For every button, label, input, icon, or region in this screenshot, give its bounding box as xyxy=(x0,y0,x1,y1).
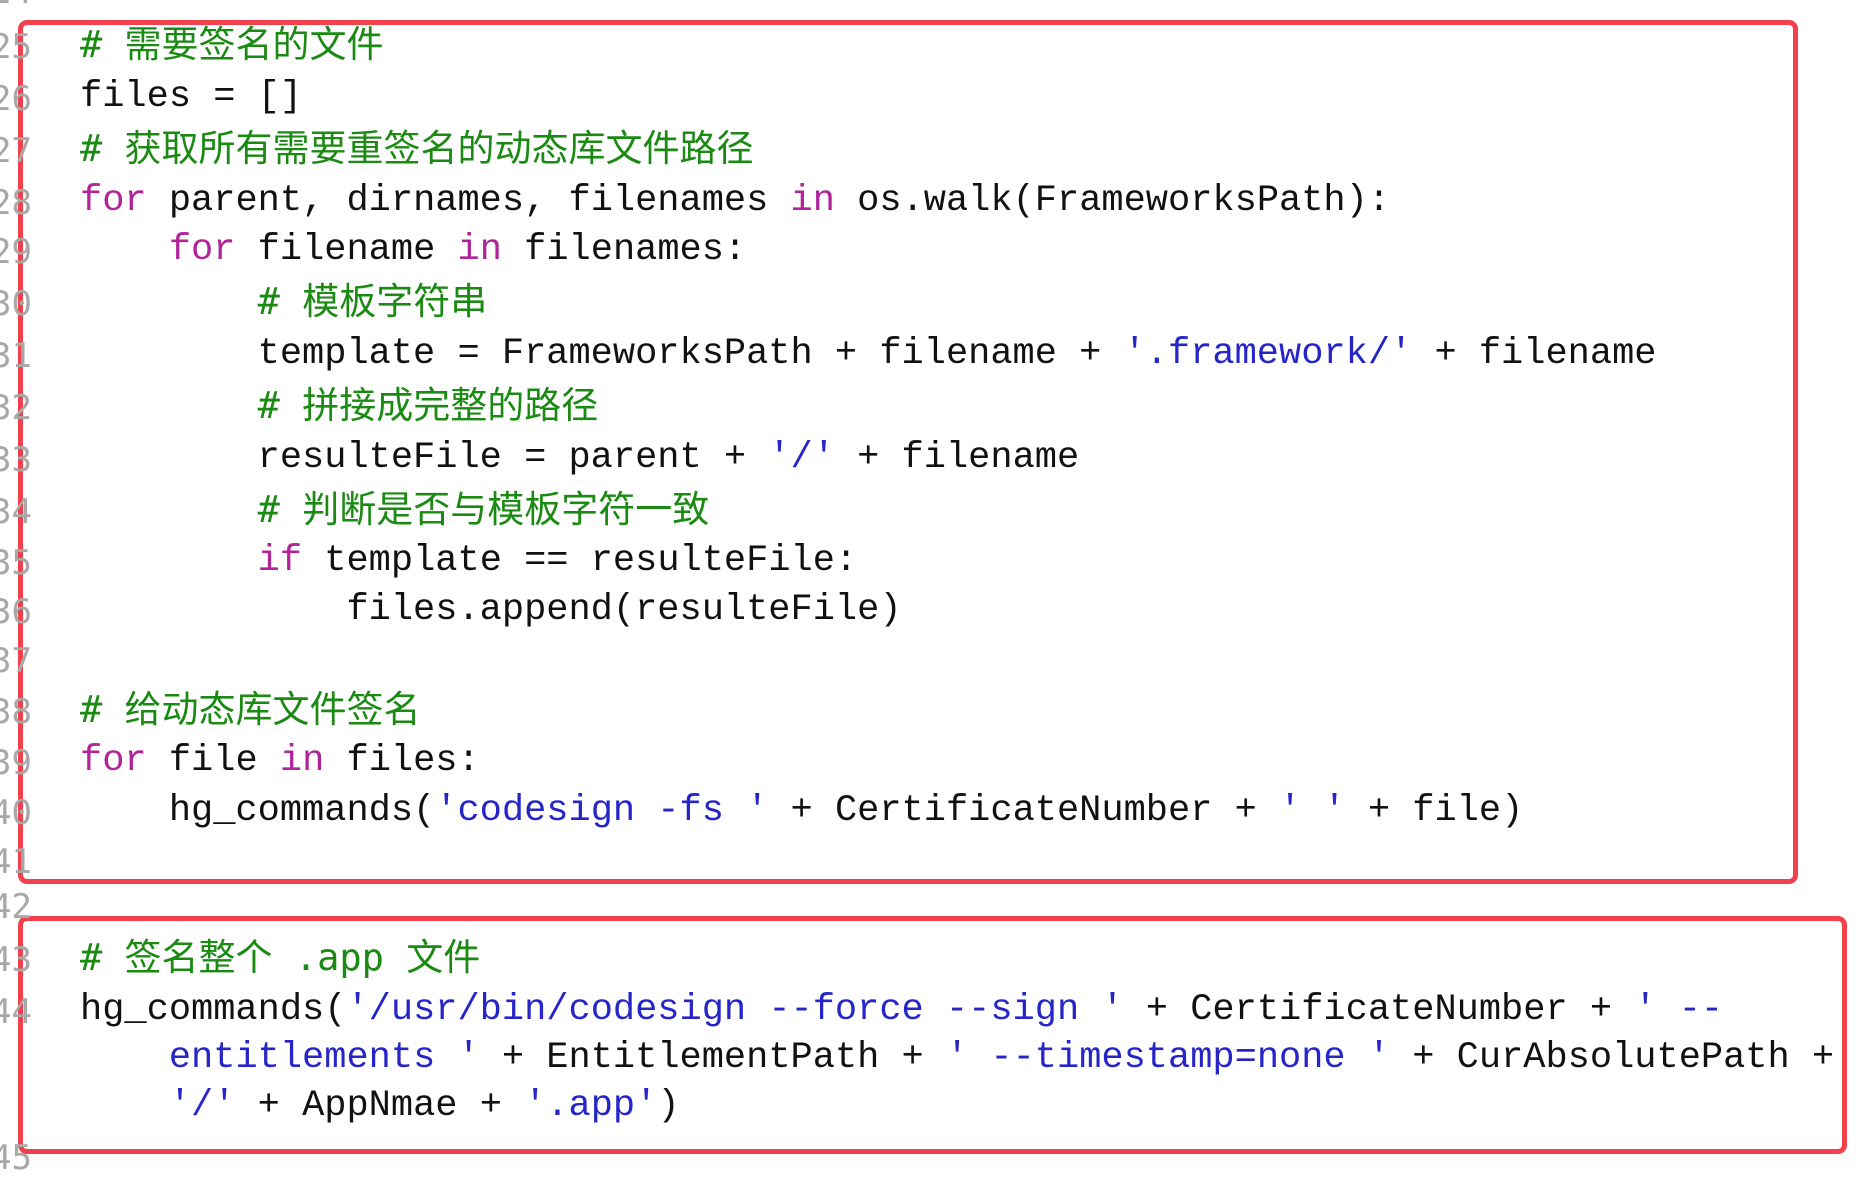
code-line: files = [] xyxy=(80,75,302,119)
line-number: 28 xyxy=(0,183,32,223)
code-token: + CertificateNumber + xyxy=(1123,989,1635,1031)
code-line: # 拼接成完整的路径 xyxy=(80,384,599,431)
code-token: template = FrameworksPath + filename + xyxy=(80,333,1124,375)
code-line: # 获取所有需要重签名的动态库文件路径 xyxy=(80,127,754,174)
line-number: 42 xyxy=(0,887,32,927)
string-token: ' -- xyxy=(1634,989,1724,1031)
code-token xyxy=(80,540,258,582)
comment-token: # 给动态库文件签名 xyxy=(80,688,421,731)
highlight-box-framework-signing xyxy=(18,20,1798,884)
line-number: 40 xyxy=(0,793,32,833)
line-number: 27 xyxy=(0,131,32,171)
code-line: resulteFile = parent + '/' + filename xyxy=(80,436,1080,480)
line-number: 24 xyxy=(0,0,51,12)
code-token: filenames: xyxy=(501,229,747,271)
code-token xyxy=(80,388,258,430)
line-number: 25 xyxy=(0,27,32,67)
code-line: for parent, dirnames, filenames in os.wa… xyxy=(80,179,1390,223)
line-number: 45 xyxy=(0,1138,32,1178)
code-line: hg_commands('codesign -fs ' + Certificat… xyxy=(80,789,1523,833)
code-token: hg_commands( xyxy=(80,790,436,832)
code-token: file xyxy=(146,740,280,782)
comment-token: # 需要签名的文件 xyxy=(80,23,384,66)
string-token: 'codesign -fs ' xyxy=(435,790,769,832)
line-number: 35 xyxy=(0,543,32,583)
code-line: # 模板字符串 xyxy=(80,280,488,327)
line-number: 33 xyxy=(0,440,32,480)
string-token: '/' xyxy=(168,1085,236,1127)
code-line: for file in files: xyxy=(80,739,480,783)
code-token: resulteFile = parent + xyxy=(80,437,769,479)
keyword-token: in xyxy=(279,740,325,782)
line-number: 44 xyxy=(0,992,32,1032)
code-line: hg_commands('/usr/bin/codesign --force -… xyxy=(80,988,1723,1032)
code-token: + file) xyxy=(1345,790,1524,832)
keyword-token: for xyxy=(80,180,147,222)
line-number: 36 xyxy=(0,592,32,632)
code-token: files.append(resulteFile) xyxy=(80,589,902,631)
code-token xyxy=(80,1085,169,1127)
comment-token: # 拼接成完整的路径 xyxy=(257,384,599,427)
code-token: files = [] xyxy=(80,76,303,118)
string-token: ' --timestamp=none ' xyxy=(945,1037,1391,1079)
line-number: 39 xyxy=(0,743,32,783)
keyword-token: for xyxy=(168,229,236,271)
line-number: 32 xyxy=(0,388,32,428)
code-line: files.append(resulteFile) xyxy=(80,588,902,632)
string-token: '.app' xyxy=(524,1085,658,1127)
line-number: 29 xyxy=(0,232,32,272)
code-token: filename xyxy=(235,229,458,271)
code-token: os.walk(FrameworksPath): xyxy=(834,180,1391,222)
string-token: entitlements ' xyxy=(168,1037,480,1079)
code-token: ) xyxy=(657,1085,680,1127)
comment-token: # 判断是否与模板字符一致 xyxy=(257,488,710,531)
code-line: for filename in filenames: xyxy=(80,228,746,272)
code-token: files: xyxy=(324,740,480,782)
string-token: '.framework/' xyxy=(1123,333,1413,375)
line-number: 37 xyxy=(0,641,32,681)
line-number: 34 xyxy=(0,492,32,532)
code-line: '/' + AppNmae + '.app') xyxy=(80,1084,680,1128)
code-token: + filename xyxy=(834,437,1080,479)
code-token: + EntitlementPath + xyxy=(479,1037,946,1079)
code-token: + CurAbsolutePath + xyxy=(1390,1037,1835,1079)
string-token: '/' xyxy=(768,437,835,479)
string-token: '/usr/bin/codesign --force --sign ' xyxy=(346,989,1124,1031)
code-line: if template == resulteFile: xyxy=(80,539,858,583)
keyword-token: in xyxy=(790,180,835,222)
code-line: # 判断是否与模板字符一致 xyxy=(80,488,710,535)
line-number: 26 xyxy=(0,79,32,119)
line-number: 41 xyxy=(0,842,32,882)
comment-token: # 模板字符串 xyxy=(257,280,488,323)
code-line: # 签名整个 .app 文件 xyxy=(80,936,480,983)
code-token xyxy=(80,284,258,326)
code-token: hg_commands( xyxy=(80,989,347,1031)
code-token: parent, dirnames, filenames xyxy=(146,180,791,222)
highlight-box-app-signing xyxy=(18,916,1847,1154)
code-line: # 需要签名的文件 xyxy=(80,23,384,70)
line-number: 43 xyxy=(0,940,32,980)
code-line: template = FrameworksPath + filename + '… xyxy=(80,332,1657,376)
code-line: # 给动态库文件签名 xyxy=(80,688,421,735)
code-line: entitlements ' + EntitlementPath + ' --t… xyxy=(80,1036,1834,1080)
line-number: 30 xyxy=(0,284,32,324)
keyword-token: for xyxy=(80,740,147,782)
comment-token: # 签名整个 .app 文件 xyxy=(80,936,481,979)
comment-token: # 获取所有需要重签名的动态库文件路径 xyxy=(80,127,754,170)
line-number: 38 xyxy=(0,692,32,732)
code-token: template == resulteFile: xyxy=(302,540,858,582)
string-token: ' ' xyxy=(1279,790,1346,832)
code-token: + AppNmae + xyxy=(235,1085,525,1127)
keyword-token: in xyxy=(457,229,502,271)
code-token: + CertificateNumber + xyxy=(768,790,1280,832)
code-token: + filename xyxy=(1412,333,1657,375)
line-number: 31 xyxy=(0,336,32,376)
code-token xyxy=(80,229,169,271)
keyword-token: if xyxy=(257,540,303,582)
code-token xyxy=(80,492,258,534)
code-token xyxy=(80,1037,169,1079)
